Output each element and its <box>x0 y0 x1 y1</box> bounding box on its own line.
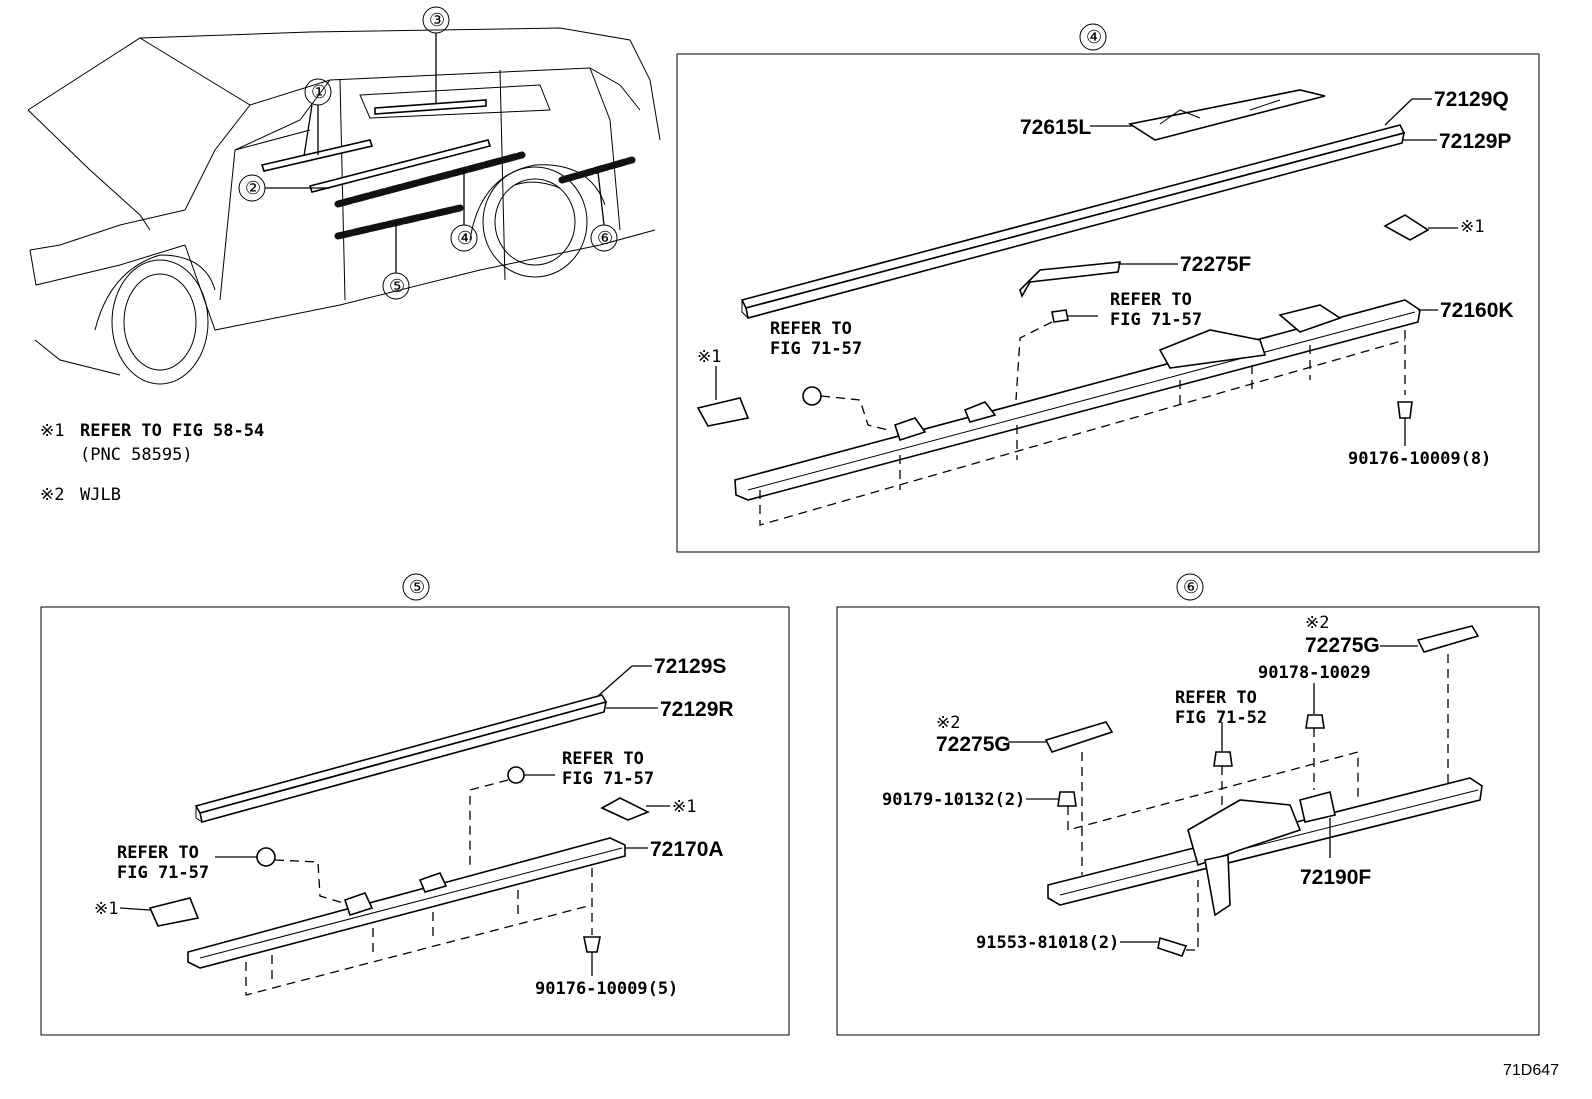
callout-3: ③ <box>429 10 445 31</box>
part-90179-10132-2: 90179-10132(2) <box>882 790 1025 810</box>
panel-4-refer-left-1: REFER TO <box>770 319 852 339</box>
panel-5-refer-left-2: FIG 71-57 <box>117 863 209 883</box>
note-2-text: WJLB <box>80 485 121 505</box>
panel-6-mark-2-left: ※2 <box>936 713 960 733</box>
panel-6-refer-1: REFER TO <box>1175 688 1257 708</box>
part-90176-10009-8: 90176-10009(8) <box>1348 449 1491 469</box>
panel-6 <box>836 573 1540 1036</box>
overview-callouts <box>238 6 618 300</box>
panel-5 <box>40 573 790 1036</box>
note-1-pnc: (PNC 58595) <box>80 445 193 465</box>
part-72129P: 72129P <box>1439 130 1511 153</box>
part-72275G-top: 72275G <box>1305 634 1380 657</box>
part-72160K: 72160K <box>1440 299 1514 322</box>
panel-5-title: ⑤ <box>409 577 425 598</box>
callout-1: ① <box>311 82 327 103</box>
callout-5: ⑤ <box>389 276 405 297</box>
part-72275F: 72275F <box>1180 253 1251 276</box>
part-90176-10009-5: 90176-10009(5) <box>535 979 678 999</box>
part-72275G-left: 72275G <box>936 733 1011 756</box>
panel-4-refer-left-2: FIG 71-57 <box>770 339 862 359</box>
panel-6-title: ⑥ <box>1183 577 1199 598</box>
panel-4-refer-right-2: FIG 71-57 <box>1110 310 1202 330</box>
part-72129Q: 72129Q <box>1434 88 1509 111</box>
part-72129R: 72129R <box>660 698 734 721</box>
panel-6-mark-2-top: ※2 <box>1305 613 1329 633</box>
vehicle-overview <box>27 27 661 385</box>
panel-5-mark-1-right: ※1 <box>672 797 696 817</box>
panel-5-refer-left-1: REFER TO <box>117 843 199 863</box>
part-72170A: 72170A <box>650 838 724 861</box>
note-2-mark: ※2 <box>40 485 64 505</box>
callout-6: ⑥ <box>597 228 613 249</box>
panel-5-refer-right-2: FIG 71-57 <box>562 769 654 789</box>
part-72129S: 72129S <box>654 655 726 678</box>
panel-4-refer-right-1: REFER TO <box>1110 290 1192 310</box>
panel-4-mark-1-left: ※1 <box>697 347 721 367</box>
part-72615L: 72615L <box>1020 116 1091 139</box>
panel-4 <box>676 23 1540 553</box>
callout-2: ② <box>245 178 261 199</box>
part-72190F: 72190F <box>1300 866 1371 889</box>
part-91553-81018-2: 91553-81018(2) <box>976 933 1119 953</box>
note-1-mark: ※1 <box>40 421 64 441</box>
panel-6-refer-2: FIG 71-52 <box>1175 708 1267 728</box>
panel-5-refer-right-1: REFER TO <box>562 749 644 769</box>
part-90178-10029: 90178-10029 <box>1258 663 1371 683</box>
panel-4-mark-1-right: ※1 <box>1460 217 1484 237</box>
panel-5-mark-1-left: ※1 <box>94 899 118 919</box>
callout-4: ④ <box>457 228 473 249</box>
panel-4-title: ④ <box>1086 27 1102 48</box>
figure-id: 71D647 <box>1503 1062 1559 1079</box>
note-1-text: REFER TO FIG 58-54 <box>80 421 264 441</box>
